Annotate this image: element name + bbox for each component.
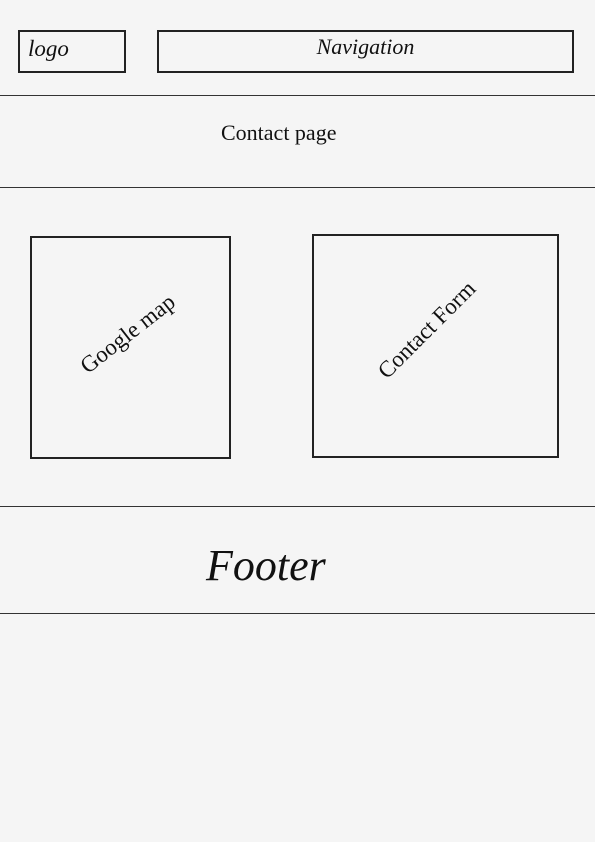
title-divider: [0, 187, 595, 188]
navigation-label: Navigation: [316, 34, 415, 59]
logo-label: logo: [28, 36, 69, 61]
page-title: Contact page: [221, 120, 337, 145]
contact-form-placeholder: Contact Form: [312, 234, 559, 458]
footer-divider: [0, 613, 595, 614]
content-divider: [0, 506, 595, 507]
contact-form-label: Contact Form: [372, 275, 480, 384]
logo-placeholder: logo: [18, 30, 126, 73]
google-map-label: Google map: [74, 288, 180, 378]
header-divider: [0, 95, 595, 96]
google-map-placeholder: Google map: [30, 236, 231, 459]
navigation-placeholder: Navigation: [157, 30, 574, 73]
footer-label: Footer: [206, 541, 326, 590]
